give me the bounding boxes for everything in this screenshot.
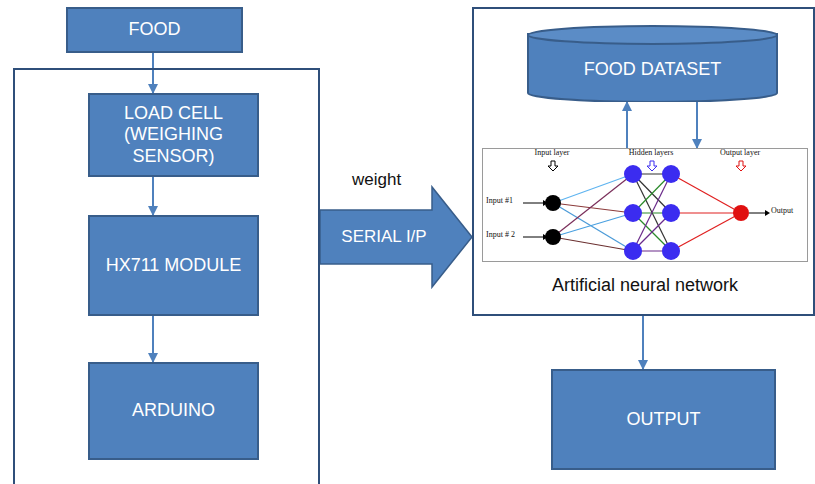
network-label: Output layer [720,149,760,158]
flow-arrow [642,316,644,369]
input-neuron [545,229,561,245]
edge-label: SERIAL I/P [341,228,426,247]
input-arrow [523,203,543,204]
network-link [553,174,633,237]
block-arrow [320,187,472,287]
node-text: OUTPUT [627,409,701,431]
layer-marker [548,161,558,171]
input-arrow [523,237,543,238]
network-label: Input # 2 [486,231,515,240]
neural-network-image: Artificial neural network [482,148,808,262]
software-container: FOOD DATASET Artificial neural network [472,7,815,316]
hidden-neuron [662,165,680,183]
input-arrowhead [765,210,770,216]
flow-arrow [152,53,154,93]
hidden-neuron [662,242,680,260]
hidden-neuron [662,204,680,222]
network-illustration [483,149,807,261]
input-box: FOOD [66,7,243,53]
hidden-neuron [624,242,642,260]
node-text: FOOD DATASET [584,59,721,81]
output-box: OUTPUT [551,369,776,470]
network-caption: Artificial neural network [463,275,815,296]
hardware-container: LOAD CELL (WEIGHING SENSOR) HX711 MODULE A… [13,68,320,484]
node-text: HX711 MODULE [106,255,242,277]
module-box: HX711 MODULE [88,215,259,316]
input-neuron [545,195,561,211]
flow-arrow [696,102,698,148]
network-link [553,213,633,237]
network-link [671,212,741,213]
flow-arrow [626,102,628,148]
node-text: LOAD CELL (WEIGHING SENSOR) [98,103,249,168]
network-link [553,174,633,203]
layer-marker [736,161,746,171]
network-label: Output [771,207,793,216]
hidden-neuron [624,165,642,183]
network-link [671,213,741,251]
input-arrow [749,213,765,214]
flow-arrow [152,177,154,215]
cylinder-top [528,26,777,44]
network-link [553,237,633,251]
node-text: FOOD [129,19,181,41]
output-neuron [733,205,749,221]
network-link [553,203,633,213]
layer-marker [647,161,657,171]
database-cylinder: FOOD DATASET [527,25,778,102]
network-link [671,174,741,213]
network-label: Input layer [535,149,570,158]
node-text: ARDUINO [132,400,215,422]
signal-label: weight [352,171,401,190]
hidden-neuron [624,204,642,222]
controller-box: ARDUINO [88,362,259,460]
sensor-box: LOAD CELL (WEIGHING SENSOR) [88,93,259,177]
network-label: Input #1 [486,197,513,206]
network-label: Hidden layers [629,149,674,158]
flow-arrow [152,316,154,362]
